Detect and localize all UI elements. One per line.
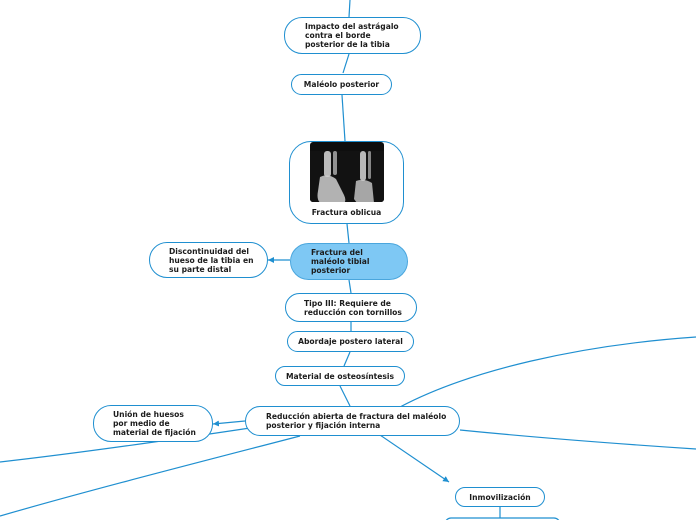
node-discontinuidad[interactable]: Discontinuidad del hueso de la tibia en … — [149, 242, 268, 278]
node-abordaje-postero-lateral-label: Abordaje postero lateral — [298, 337, 403, 346]
node-reduccion-abierta-label: Reducción abierta de fractura del maléol… — [266, 412, 447, 430]
link-reduccion-left-bottom — [0, 435, 301, 517]
link-reduccion-upper-right — [399, 336, 696, 408]
node-discontinuidad-label: Discontinuidad del hueso de la tibia en … — [169, 246, 254, 274]
link-top-stub — [348, 0, 351, 18]
link-reduccion-left-lower — [0, 427, 251, 463]
node-union-huesos[interactable]: Unión de huesos por medio de material de… — [93, 405, 213, 442]
node-fractura-oblicua[interactable]: Fractura oblicua — [289, 141, 404, 224]
node-impacto-astragalo-label: Impacto del astrágalo contra el borde po… — [305, 22, 399, 49]
node-fractura-maleolo-tibial-label: Fractura del maléolo tibial posterior — [311, 248, 370, 275]
node-inmovilizacion[interactable]: Inmovilización — [455, 487, 545, 507]
ankle-xray-image — [309, 142, 384, 202]
link-fractura-tipo — [348, 279, 352, 294]
link-abordaje-material — [343, 351, 351, 367]
node-inmovilizacion-label: Inmovilización — [469, 492, 531, 502]
link-impacto-maleolo — [342, 53, 350, 74]
node-reduccion-abierta[interactable]: Reducción abierta de fractura del maléol… — [245, 406, 460, 436]
node-impacto-astragalo[interactable]: Impacto del astrágalo contra el borde po… — [284, 17, 421, 54]
link-reduccion-right — [459, 429, 696, 450]
node-fractura-maleolo-tibial[interactable]: Fractura del maléolo tibial posterior — [290, 243, 408, 280]
link-oblicua-fractura — [346, 223, 350, 244]
node-tipo-iii-label: Tipo III: Requiere de reducción con torn… — [304, 298, 402, 317]
node-material-osteosintesis-label: Material de osteosíntesis — [285, 371, 395, 381]
node-material-osteosintesis[interactable]: Material de osteosíntesis — [275, 366, 405, 386]
node-maleolo-posterior[interactable]: Maléolo posterior — [291, 74, 392, 95]
node-maleolo-posterior-label: Maléolo posterior — [303, 80, 380, 89]
link-reduccion-union — [212, 420, 246, 427]
link-material-reduccion — [339, 385, 351, 407]
node-abordaje-postero-lateral[interactable]: Abordaje postero lateral — [287, 331, 414, 352]
node-tipo-iii[interactable]: Tipo III: Requiere de reducción con torn… — [285, 293, 417, 322]
node-fractura-oblicua-label: Fractura oblicua — [311, 208, 382, 217]
link-reduccion-inmovilizacion — [379, 434, 450, 483]
node-union-huesos-label: Unión de huesos por medio de material de… — [113, 410, 196, 437]
link-maleolo-fractura-oblicua — [341, 94, 346, 142]
